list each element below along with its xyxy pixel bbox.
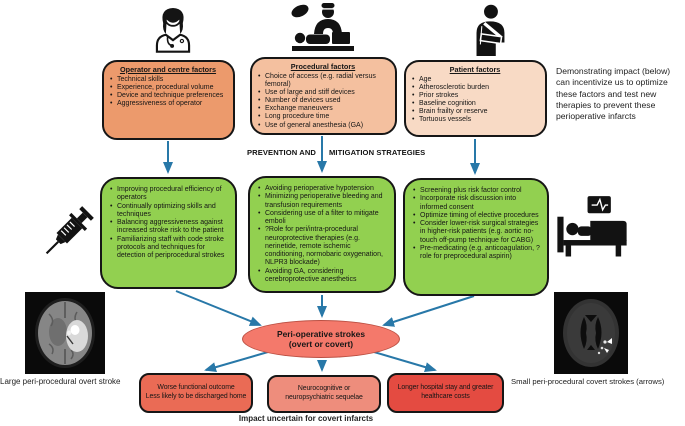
procedural-factors-list: Choice of access (e.g. radial versus fem… (256, 73, 390, 131)
bullet-item: Incorporate risk discussion into informe… (411, 195, 541, 212)
bullet-item: Tortuous vessels (410, 116, 540, 124)
bullet-item: Pre-medicating (e.g. anticoagulation, ?r… (411, 245, 541, 262)
patient-factors-title: Patient factors (449, 65, 501, 74)
procedural-factors-box: Procedural factors Choice of access (e.g… (250, 57, 397, 135)
outcome2-line1: Neurocognitive or (297, 385, 351, 393)
outcome1-line2: Less likely to be discharged home (145, 393, 247, 400)
operator-factors-title: Operator and centre factors (119, 65, 217, 74)
bullet-item: Familiarizing staff with code stroke pro… (108, 236, 229, 261)
ellipse-line1: Peri-operative strokes (277, 328, 365, 339)
operator-strategies-box: Improving procedural efficiency of opera… (100, 177, 237, 289)
bullet-item: Atherosclerotic burden (410, 84, 540, 92)
outcome3-line1: Longer hospital stay and greater (397, 384, 494, 392)
patient-arm-sling-icon (476, 4, 505, 56)
outcome-box-functional: Worse functional outcome Less likely to … (139, 373, 253, 413)
procedural-strategies-box: Avoiding perioperative hypotensionMinimi… (248, 176, 396, 293)
bullet-item: Use of large and stiff devices (256, 89, 390, 97)
bullet-item: Baseline cognition (410, 100, 540, 108)
brain-mri-overt-stroke-image (25, 292, 105, 374)
bullet-item: Age (410, 76, 540, 84)
surgeon-operating-icon (291, 3, 354, 51)
operator-strategies-list: Improving procedural efficiency of opera… (108, 186, 229, 260)
bullet-item: Screening plus risk factor control (411, 187, 541, 196)
bullet-item: Continually optimizing skills and techni… (108, 203, 229, 220)
covert-strokes-caption: Small peri-procedural covert strokes (ar… (511, 377, 665, 386)
covert-impact-caption: Impact uncertain for covert infarcts (238, 414, 374, 423)
bullet-item: Technical skills (108, 76, 228, 84)
bullet-item: Balancing aggressiveness against increas… (108, 219, 229, 236)
overt-stroke-caption: Large peri-procedural overt stroke (0, 377, 121, 386)
bullet-item: Brain frailty or reserve (410, 108, 540, 116)
bullet-item: Use of general anesthesia (GA) (256, 122, 390, 130)
outcome-box-hospital-stay: Longer hospital stay and greater healthc… (387, 373, 504, 413)
doctor-icon (155, 7, 191, 53)
bullet-item: Avoiding GA, considering cerebroprotecti… (256, 268, 388, 285)
outcome2-line2: neuropsychiatric sequelae (285, 394, 363, 401)
patient-factors-box: Patient factors AgeAtherosclerotic burde… (404, 60, 547, 137)
outcome1-line1: Worse functional outcome (157, 384, 235, 392)
strategies-label-right: MITIGATION STRATEGIES (329, 148, 426, 157)
hospital-bed-monitor-icon (557, 196, 627, 257)
brain-mri-covert-strokes-image (554, 292, 628, 374)
peri-operative-strokes-ellipse: Peri-operative strokes (overt or covert) (242, 320, 400, 358)
bullet-item: Device and technique preferences (108, 92, 228, 100)
outcome3-line2: healthcare costs (421, 393, 470, 400)
procedural-strategies-list: Avoiding perioperative hypotensionMinimi… (256, 185, 388, 284)
patient-factors-list: AgeAtherosclerotic burdenPrior strokesBa… (410, 76, 540, 125)
bullet-item: Consider lower-risk surgical strategies … (411, 220, 541, 245)
ellipse-line2: (overt or covert) (288, 339, 354, 349)
bullet-item: Number of devices used (256, 97, 390, 105)
bullet-item: Exchange maneuvers (256, 105, 390, 113)
bullet-item: Minimizing perioperative bleeding and tr… (256, 193, 388, 210)
bullet-item: Avoiding perioperative hypotension (256, 185, 388, 194)
bullet-item: Experience, procedural volume (108, 84, 228, 92)
bullet-item: ?Role for peri/intra-procedural neuropro… (256, 226, 388, 267)
arrow-ellipse-to-outcome3 (373, 351, 437, 372)
bullet-item: Prior strokes (410, 92, 540, 100)
arrow-strategy1-to-ellipse (175, 290, 262, 326)
bullet-item: Improving procedural efficiency of opera… (108, 186, 229, 203)
bullet-item: Considering use of a filter to mitigate … (256, 210, 388, 227)
operator-factors-list: Technical skillsExperience, procedural v… (108, 76, 228, 109)
patient-strategies-list: Screening plus risk factor controlIncorp… (411, 187, 541, 261)
bullet-item: Choice of access (e.g. radial versus fem… (256, 73, 390, 89)
strategies-label-left: PREVENTION AND (246, 148, 316, 157)
operator-factors-box: Operator and centre factors Technical sk… (102, 60, 235, 140)
bullet-item: Aggressiveness of operator (108, 100, 228, 108)
outcome-box-neurocognitive: Neurocognitive or neuropsychiatric seque… (267, 375, 381, 413)
syringe-icon (45, 206, 94, 255)
patient-strategies-box: Screening plus risk factor controlIncorp… (403, 178, 549, 296)
arrow-strategy3-to-ellipse (382, 295, 475, 327)
bullet-item: Long procedure time (256, 113, 390, 121)
bullet-item: Optimize timing of elective procedures (411, 212, 541, 221)
procedural-factors-title: Procedural factors (290, 62, 356, 71)
arrow-ellipse-to-outcome1 (204, 351, 269, 373)
impact-side-note: Demonstrating impact (below) can incenti… (556, 66, 671, 122)
